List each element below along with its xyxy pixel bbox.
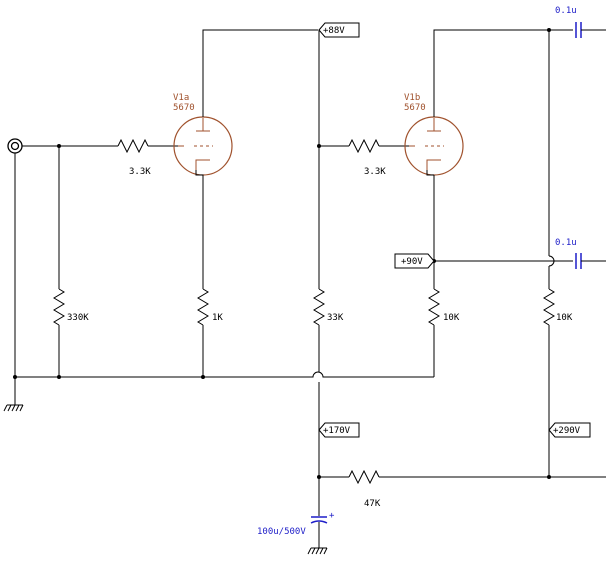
tube-v1a-type: 5670 xyxy=(173,103,195,113)
voltage-flag-290v: +290V xyxy=(548,422,591,438)
voltage-flag-170v: +170V xyxy=(318,422,360,438)
voltage-flag-90v: +90V xyxy=(394,253,435,269)
tube-v1b-type: 5670 xyxy=(404,103,426,113)
resistor-icon[interactable] xyxy=(117,138,149,154)
vacuum-tube-icon[interactable] xyxy=(404,116,464,176)
resistor-1k-label: 1K xyxy=(212,313,223,323)
cap-100u-label: 100u/500V xyxy=(257,527,306,537)
cap-out2-label: 0.1u xyxy=(555,238,577,248)
input-jack-icon[interactable] xyxy=(7,138,23,154)
resistor-10k-label: 10K xyxy=(443,313,460,323)
resistor-330k-label: 330K xyxy=(67,313,89,323)
resistor-icon[interactable] xyxy=(313,288,325,326)
svg-text:+: + xyxy=(329,511,335,521)
ground-icon xyxy=(3,377,24,412)
vacuum-tube-icon[interactable] xyxy=(173,116,233,176)
capacitor-icon[interactable] xyxy=(575,22,582,38)
resistor-3k3-label: 3.3K xyxy=(129,167,151,177)
resistor-icon[interactable] xyxy=(197,288,209,326)
resistor-47k-label: 47K xyxy=(364,499,381,509)
resistor-icon[interactable] xyxy=(348,469,380,485)
cap-out1-label: 0.1u xyxy=(555,6,577,16)
tube-v1b-ref: V1b xyxy=(404,93,420,103)
svg-text:+170V: +170V xyxy=(323,426,351,436)
resistor-icon[interactable] xyxy=(348,138,380,154)
plate1-wire xyxy=(202,29,318,117)
svg-text:+90V: +90V xyxy=(401,257,423,267)
resistor-33k-label: 33K xyxy=(327,313,344,323)
resistor-icon[interactable] xyxy=(543,288,555,326)
cathode2-wire xyxy=(426,170,434,176)
tube-v1a-ref: V1a xyxy=(173,93,189,103)
resistor-icon[interactable] xyxy=(428,288,440,326)
ground-icon xyxy=(307,547,328,555)
resistor-icon[interactable] xyxy=(53,288,65,326)
resistor-3k3-b-label: 3.3K xyxy=(364,167,386,177)
electrolytic-capacitor-icon[interactable]: + xyxy=(310,511,335,524)
voltage-flag-88v: +88V xyxy=(318,22,360,38)
cathode1-wire xyxy=(195,170,204,184)
svg-text:+88V: +88V xyxy=(323,26,345,36)
plate2-wire xyxy=(433,29,573,117)
svg-text:+290V: +290V xyxy=(553,426,581,436)
resistor-10k-b-label: 10K xyxy=(556,313,573,323)
capacitor-icon[interactable] xyxy=(575,253,582,269)
ground-bus xyxy=(15,371,434,378)
junction-dot xyxy=(13,375,17,379)
